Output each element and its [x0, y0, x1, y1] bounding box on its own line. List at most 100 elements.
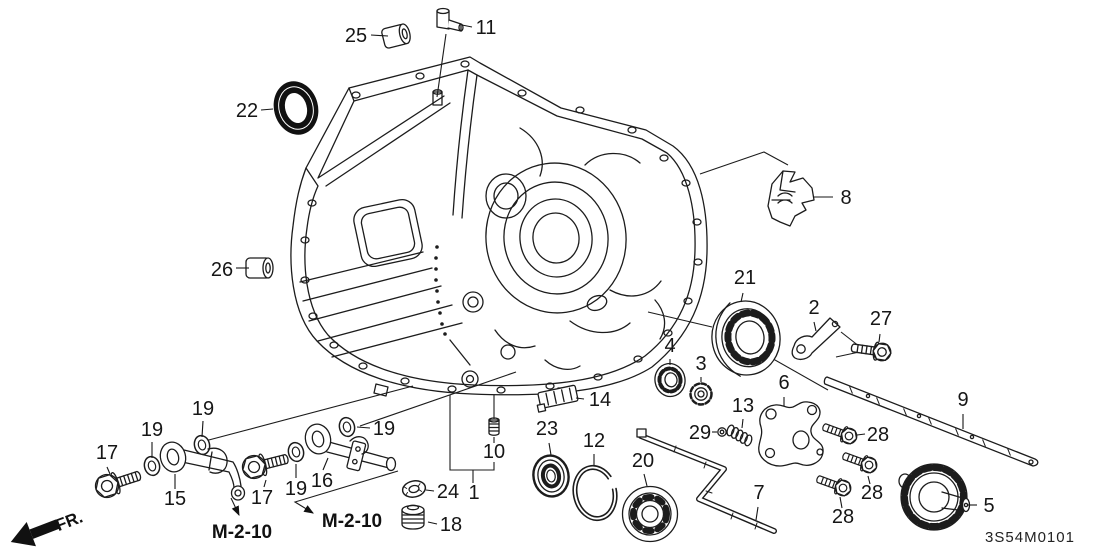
part-23-bearing [532, 454, 570, 498]
part-15-shift-arm [159, 441, 246, 501]
callout-leader-28-c [839, 496, 843, 509]
part-callout-15[interactable]: 15 [164, 488, 186, 510]
part-callout-25[interactable]: 25 [345, 25, 367, 47]
part-callout-17-b[interactable]: 17 [251, 487, 273, 509]
part-10-set-screw [488, 417, 500, 436]
callout-leader-20 [643, 473, 648, 487]
part-callout-14[interactable]: 14 [589, 389, 611, 411]
part-callout-19-b[interactable]: 19 [141, 419, 163, 441]
part-callout-29[interactable]: 29 [689, 422, 711, 444]
callout-leader-13 [741, 418, 744, 429]
case-window-inner [360, 206, 416, 260]
part-18-drain-plug [401, 504, 425, 530]
part-callout-13[interactable]: 13 [732, 395, 754, 417]
part-callout-4[interactable]: 4 [664, 335, 675, 357]
part-callout-20[interactable]: 20 [632, 450, 654, 472]
case-main-bore [485, 162, 627, 314]
callout-leader-22 [260, 108, 274, 111]
case-boss-hole [467, 296, 479, 308]
part-26-dowel-pin [245, 257, 274, 279]
callout-leader-11 [461, 24, 473, 28]
part-5-gear [898, 463, 971, 531]
arrow-m210-right [293, 470, 399, 514]
part-callout-22[interactable]: 22 [236, 100, 258, 122]
case-boss-2-hole [465, 374, 475, 384]
case-boss-4 [500, 344, 516, 360]
case-center-rib [452, 69, 478, 219]
construction-lines [204, 33, 865, 516]
part-callout-19-c[interactable]: 19 [285, 478, 307, 500]
part-24-sealing-washer [401, 480, 427, 498]
part-20-ball-bearing [621, 485, 679, 543]
part-callout-7[interactable]: 7 [753, 482, 764, 504]
part-callout-10[interactable]: 10 [483, 441, 505, 463]
part-9-shift-rod [823, 376, 1039, 467]
part-callout-12[interactable]: 12 [583, 430, 605, 452]
part-8-bracket [767, 170, 815, 227]
part-callout-19-a[interactable]: 19 [192, 398, 214, 420]
part-28-bolt-a [819, 418, 860, 447]
part-callout-27[interactable]: 27 [870, 308, 892, 330]
case-small-bore [485, 173, 527, 219]
part-callout-19-d[interactable]: 19 [373, 418, 395, 440]
part-callout-21[interactable]: 21 [734, 267, 756, 289]
part-callout-28-a[interactable]: 28 [867, 424, 889, 446]
callout-leader-17-b [263, 479, 267, 488]
part-callout-3[interactable]: 3 [695, 353, 706, 375]
part-3-lock-washer [689, 382, 713, 406]
part-21-needle-bearing [711, 300, 781, 377]
callout-leader-21 [740, 292, 744, 303]
part-callout-5[interactable]: 5 [983, 495, 994, 517]
callout-layer: 25 11 22 26 8 21 2 27 43 14 6 13 29 9 28 28 28 5 7 20 12 23 10… [96, 17, 995, 536]
part-callout-1[interactable]: 1 [468, 482, 479, 504]
part-callout-9[interactable]: 9 [957, 389, 968, 411]
callout-leader-19-d [356, 426, 371, 429]
part-callout-16[interactable]: 16 [311, 470, 333, 492]
part-13-spring [726, 424, 753, 447]
part-callout-18[interactable]: 18 [440, 514, 462, 536]
callout-leader-28-b [867, 475, 871, 485]
callout-leader-24 [425, 489, 435, 492]
arrow-m210-left [230, 497, 240, 516]
part-callout-17-a[interactable]: 17 [96, 442, 118, 464]
part-28-bolt-c [813, 470, 854, 499]
part-callout-26[interactable]: 26 [211, 259, 233, 281]
part-11-breather [436, 7, 464, 32]
part-19-washer-d [336, 415, 358, 439]
fr-arrow-icon [10, 519, 60, 547]
case-bolt-holes [300, 60, 703, 394]
part-callout-24[interactable]: 24 [437, 481, 459, 503]
case-boss-3 [586, 294, 608, 312]
part-29-ring [717, 427, 727, 437]
part-28-bolt-b [839, 447, 880, 476]
part-callout-6[interactable]: 6 [778, 372, 789, 394]
breather-boss [432, 91, 443, 106]
part-callout-23[interactable]: 23 [536, 418, 558, 440]
part-callout-2[interactable]: 2 [808, 297, 819, 319]
case-dot-strip [434, 245, 447, 336]
part-callout-8[interactable]: 8 [840, 187, 851, 209]
callout-leader-2 [813, 321, 817, 332]
ref-line-bearing-21 [647, 311, 713, 328]
part-callout-28-c[interactable]: 28 [832, 506, 854, 528]
ref-line-breather [436, 33, 447, 98]
case-strut [317, 95, 451, 187]
part-callout-28-b[interactable]: 28 [861, 482, 883, 504]
ref-bracket-1 [449, 395, 495, 471]
part-callout-11[interactable]: 11 [476, 17, 497, 39]
case-boss-2 [461, 370, 479, 388]
part-7-change-rod [636, 428, 777, 534]
case-inner-flange [304, 69, 696, 387]
part-22-oil-seal [273, 81, 319, 135]
part-17-bolt-a [94, 470, 142, 499]
part-27-bolt [849, 338, 893, 363]
ref-note-m210-left: M-2-10 [212, 522, 272, 543]
callout-leader-27 [878, 333, 881, 343]
callout-leader-14 [575, 397, 585, 400]
part-19-washer-c [285, 440, 307, 464]
callout-leader-7 [755, 506, 759, 521]
callout-leader-25 [370, 34, 389, 37]
breather-boss-top [432, 89, 443, 95]
callout-leader-23 [548, 442, 552, 456]
transmission-case-drawing [290, 56, 708, 398]
